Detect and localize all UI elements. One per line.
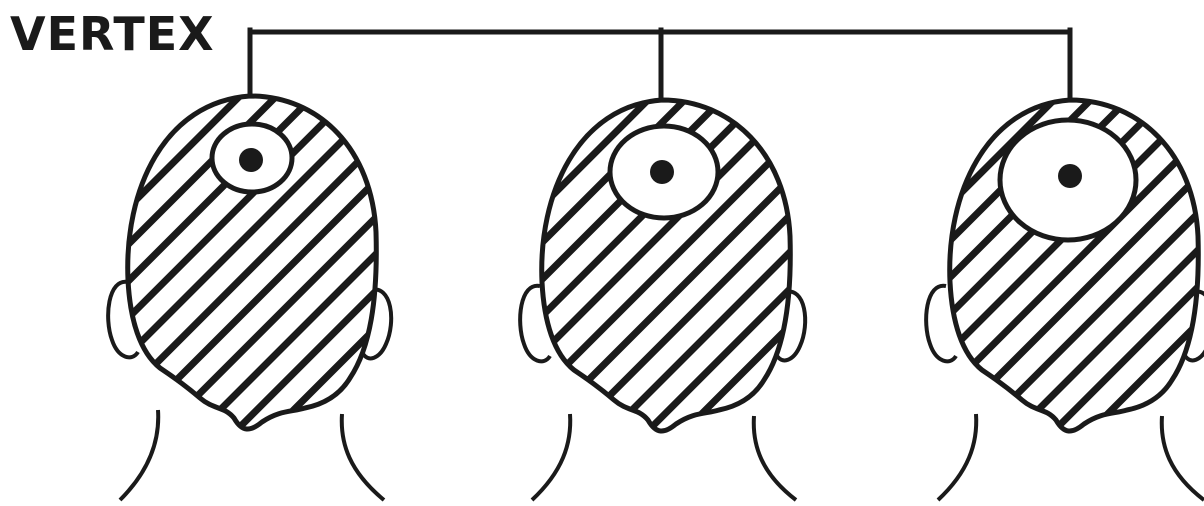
head-2-vertex-dot [650, 160, 674, 184]
head-1 [108, 96, 391, 500]
head-3 [926, 100, 1204, 500]
head-2 [520, 100, 805, 500]
head-1-vertex-dot [239, 148, 263, 172]
head-3-vertex-dot [1058, 164, 1082, 188]
